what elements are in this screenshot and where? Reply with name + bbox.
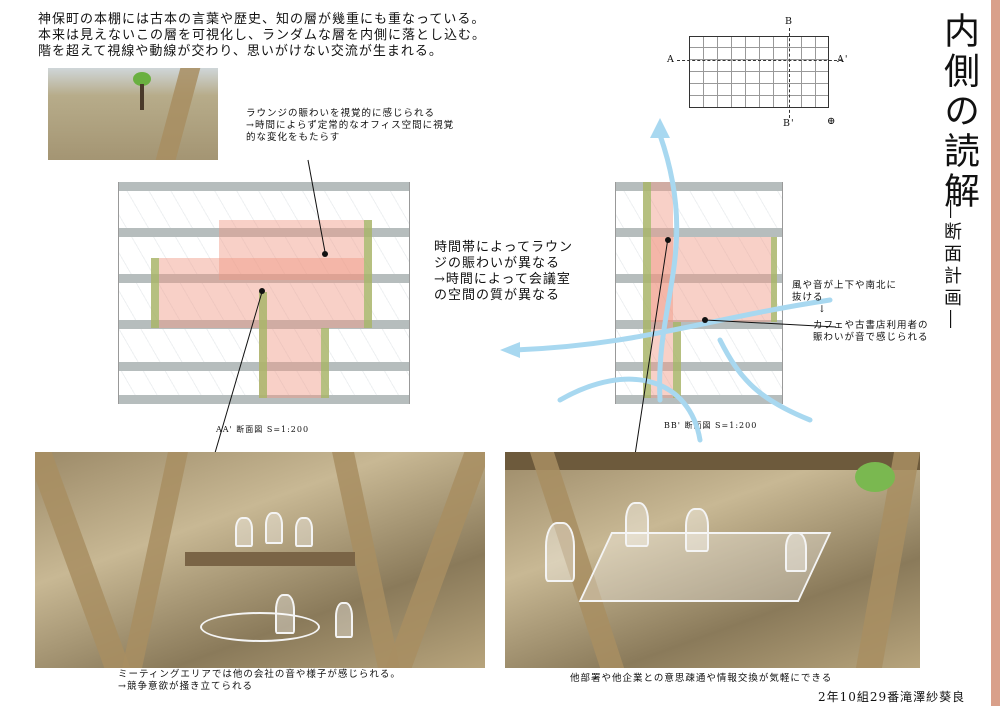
arrow-head-left <box>500 342 520 358</box>
annotation-line: ジの賑わいが異なる <box>434 256 561 271</box>
annotation-time-lounge: 時間帯によってラウン ジの賑わいが異なる →時間によって会議室 の空間の質が異な… <box>434 240 573 304</box>
annotation-cafe-sound: カフェや古書店利用者の 賑わいが音で感じられる <box>813 320 929 344</box>
annotation-line: ラウンジの賑わいを視覚的に感じられる <box>246 108 436 119</box>
annotation-lounge-visual: ラウンジの賑わいを視覚的に感じられる →時間によらず定常的なオフィス空間に視覚 … <box>246 108 454 144</box>
caption-line: →競争意欲が掻き立てられる <box>118 681 253 692</box>
annotation-line: →時間によって会議室 <box>434 272 571 287</box>
annotation-line: の空間の質が異なる <box>434 288 561 303</box>
concept-line: 本来は見えないこの層を可視化し、ランダムな層を内側に落とし込む。 <box>38 28 487 43</box>
annotation-wind-sound: 風や音が上下や南北に 抜ける ↓ <box>792 280 897 316</box>
air-flow-arrow-up <box>657 132 680 403</box>
key-label-b: B <box>785 16 793 27</box>
annotation-line: 的な変化をもたらす <box>246 132 341 143</box>
accent-strip <box>991 0 1000 706</box>
concept-line: 階を超えて視線や動線が交わり、思いがけない交流が生まれる。 <box>38 44 443 59</box>
air-flow-arrow-branch <box>557 376 703 443</box>
concept-line: 神保町の本棚には古本の言葉や歴史、知の層が幾重にも重なっている。 <box>38 12 486 27</box>
arrow-head-up <box>650 118 670 138</box>
lounge-photo-small <box>48 68 218 160</box>
meeting-area-photo <box>35 452 485 668</box>
air-flow-arrow-left <box>512 297 833 353</box>
caption-exchange: 他部署や他企業との意思疎通や情報交換が気軽にできる <box>570 673 833 684</box>
caption-meeting: ミーティングエリアでは他の会社の音や様子が感じられる。 →競争意欲が掻き立てられ… <box>118 669 401 693</box>
tree <box>133 72 151 86</box>
annotation-line: →時間によらず定常的なオフィス空間に視覚 <box>246 120 455 131</box>
annotation-line: 抜ける <box>792 292 824 303</box>
key-plan: B A A' B' ⊕ <box>665 16 849 131</box>
page-title: 内側の読解 <box>938 12 979 212</box>
author-label: 2年10組29番滝澤紗葵良 <box>818 690 966 704</box>
exchange-area-photo <box>505 452 920 668</box>
annotation-line: 時間帯によってラウン <box>434 240 573 255</box>
annotation-line: カフェや古書店利用者の <box>813 320 929 331</box>
concept-text: 神保町の本棚には古本の言葉や歴史、知の層が幾重にも重なっている。 本来は見えない… <box>38 12 486 60</box>
key-label-b-prime: B' <box>783 118 795 129</box>
section-bb-label: BB' 断面図 S=1:200 <box>664 421 758 430</box>
key-label-a-prime: A' <box>837 54 849 65</box>
section-aa-label: AA' 断面図 S=1:200 <box>216 425 310 434</box>
annotation-line: 賑わいが音で感じられる <box>813 332 929 343</box>
key-label-a: A <box>667 54 675 65</box>
annotation-line: 風や音が上下や南北に <box>792 280 898 291</box>
caption-line: ミーティングエリアでは他の会社の音や様子が感じられる。 <box>118 669 401 680</box>
north-icon: ⊕ <box>827 116 836 127</box>
annotation-line: ↓ <box>818 304 827 315</box>
tree <box>855 462 895 492</box>
page-subtitle: ―断面計画― <box>941 200 962 332</box>
